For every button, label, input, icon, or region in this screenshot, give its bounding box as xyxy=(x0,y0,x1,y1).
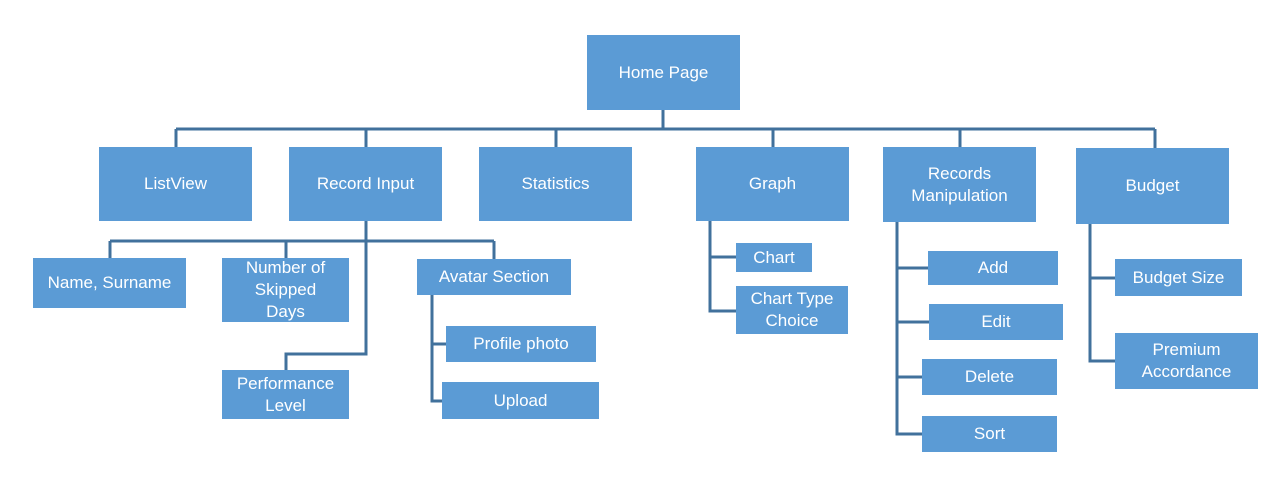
node-skipped-days: Number of Skipped Days xyxy=(222,258,349,322)
node-label: Profile photo xyxy=(473,334,569,353)
node-label: Home Page xyxy=(618,62,709,82)
node-performance-level: Performance Level xyxy=(222,370,349,419)
node-label: Budget xyxy=(1125,176,1180,195)
node-budget: Budget xyxy=(1076,148,1229,224)
node-label: Premium Accordance xyxy=(1141,340,1232,381)
node-label: Add xyxy=(977,258,1009,277)
node-upload: Upload xyxy=(442,382,599,419)
node-profile-photo: Profile photo xyxy=(446,326,596,362)
node-label: Budget Size xyxy=(1132,267,1225,287)
node-delete: Delete xyxy=(922,359,1057,395)
node-label: Upload xyxy=(493,390,548,410)
connector-line xyxy=(1088,224,1115,363)
node-home-page: Home Page xyxy=(587,35,740,110)
node-avatar-section: Avatar Section xyxy=(417,259,571,295)
node-label: Sort xyxy=(973,424,1006,443)
node-records-manipulation: Records Manipulation xyxy=(883,147,1036,222)
node-budget-size: Budget Size xyxy=(1115,259,1242,296)
node-label: Number of Skipped Days xyxy=(245,258,326,321)
node-label: ListView xyxy=(144,174,207,193)
node-chart-type-choice: Chart Type Choice xyxy=(736,286,848,334)
connector-line xyxy=(708,221,736,313)
node-label: Records Manipulation xyxy=(911,163,1008,205)
node-graph: Graph xyxy=(696,147,849,221)
node-add: Add xyxy=(928,251,1058,285)
node-label: Graph xyxy=(748,174,797,193)
node-sort: Sort xyxy=(922,416,1057,452)
node-label: Statistics xyxy=(521,174,590,193)
node-chart: Chart xyxy=(736,243,812,272)
node-label: Edit xyxy=(981,312,1011,331)
node-label: Record Input xyxy=(316,174,415,193)
node-label: Avatar Section xyxy=(438,267,550,286)
node-edit: Edit xyxy=(929,304,1063,340)
node-statistics: Statistics xyxy=(479,147,632,221)
node-record-input: Record Input xyxy=(289,147,442,221)
node-label: Performance Level xyxy=(236,373,335,415)
node-label: Chart xyxy=(753,247,795,267)
node-label: Chart Type Choice xyxy=(750,289,834,330)
node-label: Name, Surname xyxy=(47,273,172,292)
connector-line xyxy=(430,295,442,403)
connector-line xyxy=(895,222,922,436)
node-name-surname: Name, Surname xyxy=(33,258,186,308)
connector-line xyxy=(284,241,368,370)
node-premium-accordance: Premium Accordance xyxy=(1115,333,1258,389)
node-listview: ListView xyxy=(99,147,252,221)
node-label: Delete xyxy=(964,367,1015,386)
